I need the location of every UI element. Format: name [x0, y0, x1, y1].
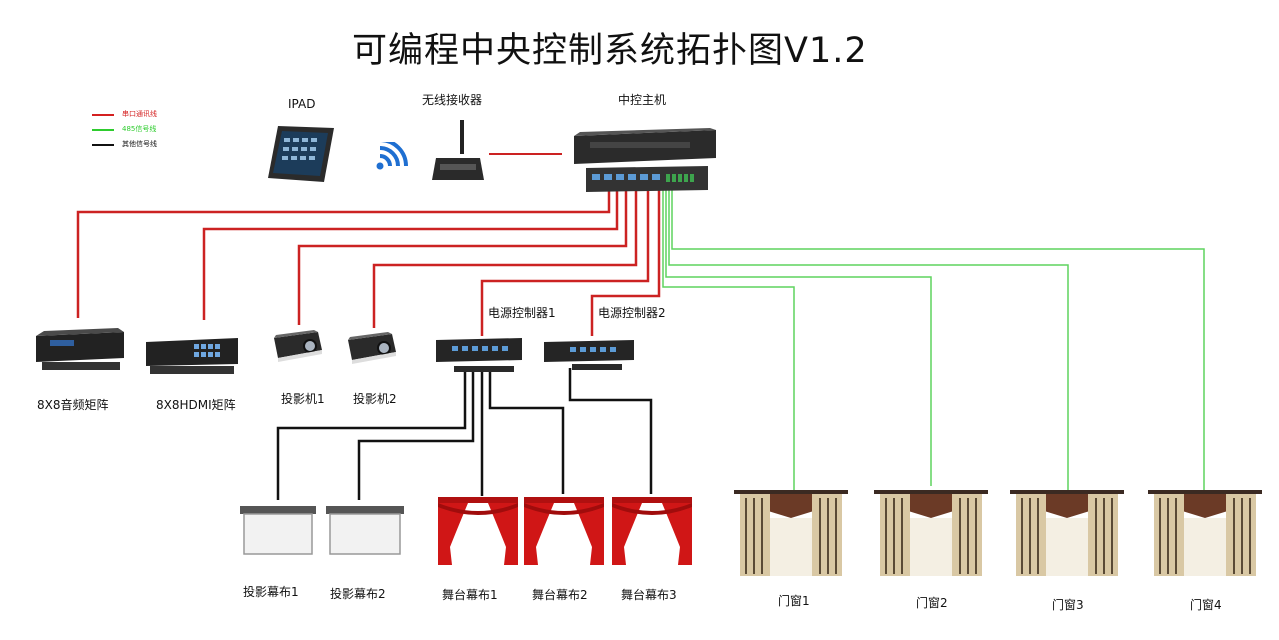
wire-projector1: [297, 186, 628, 325]
ipad-icon: [268, 126, 334, 182]
window-curtain2-icon: [874, 490, 988, 576]
wire-projector2: [372, 186, 638, 328]
stage-curtain3-label: 舞台幕布3: [621, 588, 677, 602]
wire-screen2: [357, 372, 475, 500]
projection-screen2-icon: [326, 506, 404, 555]
stage-curtain1-icon: [438, 497, 518, 565]
wire-curtain1: [662, 190, 795, 490]
projection-screen1-icon: [240, 506, 316, 555]
projector1-icon: [274, 330, 322, 362]
legend-485-label: 485信号线: [122, 125, 157, 133]
stage-curtain2-icon: [524, 497, 604, 565]
wire-hdmi-matrix: [202, 186, 619, 320]
hdmi-matrix-icon: [146, 338, 238, 374]
wire-screen1: [276, 372, 467, 500]
wire-audio-matrix: [76, 190, 611, 318]
receiver-label: 无线接收器: [422, 93, 483, 107]
central-controller-icon: [574, 128, 716, 192]
power-controller1-icon: [436, 338, 522, 372]
legend-485-swatch: [92, 129, 114, 131]
controller-label: 中控主机: [618, 93, 667, 107]
legend-other-label: 其他信号线: [122, 140, 157, 148]
stage-curtain3-icon: [612, 497, 692, 565]
stage-curtain2-label: 舞台幕布2: [532, 588, 588, 602]
diagram-title: 可编程中央控制系统拓扑图V1.2: [352, 31, 868, 71]
audio-matrix-label: 8X8音频矩阵: [37, 398, 109, 412]
wireless-signal-icon: [376, 142, 408, 170]
wire-stage3: [568, 368, 653, 494]
power2-label: 电源控制器2: [598, 306, 666, 320]
window-curtain3-label: 门窗3: [1052, 598, 1084, 612]
stage-curtain1-label: 舞台幕布1: [442, 588, 498, 602]
power1-label: 电源控制器1: [488, 306, 556, 320]
projector1-label: 投影机1: [281, 392, 325, 406]
wire-curtain4: [671, 190, 1205, 490]
projector2-icon: [348, 332, 396, 364]
wireless-receiver-icon: [432, 120, 484, 180]
window-curtain1-label: 门窗1: [778, 594, 810, 608]
audio-matrix-icon: [36, 328, 124, 370]
hdmi-matrix-label: 8X8HDMI矩阵: [156, 398, 236, 412]
wire-power2: [590, 186, 661, 336]
legend-serial-label: 串口通讯线: [122, 110, 157, 118]
wire-curtain3: [668, 190, 1069, 490]
wire-power1: [480, 186, 650, 336]
power-controller2-icon: [544, 340, 634, 370]
projector2-label: 投影机2: [353, 392, 397, 406]
projection-screen2-label: 投影幕布2: [330, 587, 386, 601]
legend-other-swatch: [92, 144, 114, 146]
window-curtain1-icon: [734, 490, 848, 576]
wire-curtain2: [665, 190, 932, 486]
legend-serial-swatch: [92, 114, 114, 116]
window-curtain3-icon: [1010, 490, 1124, 576]
window-curtain4-icon: [1148, 490, 1262, 576]
wire-stage2: [488, 372, 565, 494]
projection-screen1-label: 投影幕布1: [243, 585, 299, 599]
window-curtain2-label: 门窗2: [916, 596, 948, 610]
ipad-label: IPAD: [288, 97, 316, 111]
window-curtain4-label: 门窗4: [1190, 598, 1222, 612]
